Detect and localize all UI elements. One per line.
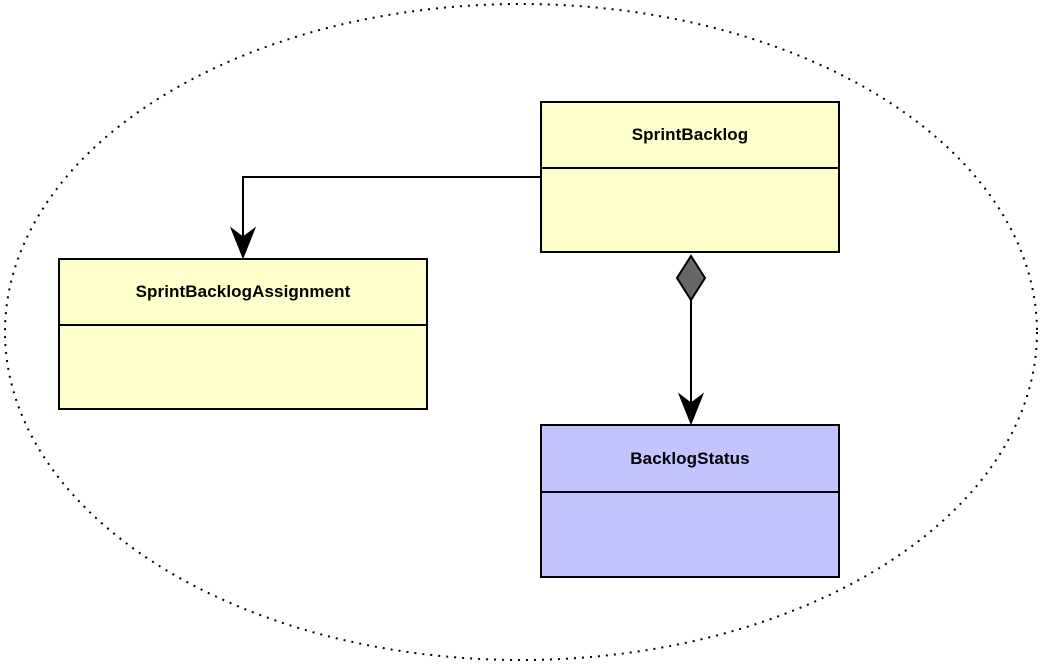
edge-line	[242, 176, 540, 249]
uml-class-sprintbacklog[interactable]: SprintBacklog	[540, 101, 840, 253]
uml-class-name: SprintBacklogAssignment	[60, 260, 426, 326]
uml-class-attributes-compartment	[542, 493, 838, 576]
package-boundary-ellipse	[4, 3, 1038, 661]
open-block-arrow-icon	[229, 226, 257, 260]
uml-class-sprintbacklogassignment[interactable]: SprintBacklogAssignment	[58, 258, 428, 410]
uml-class-attributes-compartment	[60, 326, 426, 408]
edge-sprintbacklog-to-sprintbacklogassignment[interactable]	[229, 176, 540, 260]
edge-sprintbacklog-to-backlogstatus[interactable]	[675, 254, 707, 426]
filled-diamond-icon	[675, 254, 707, 302]
open-block-arrow-icon	[677, 392, 705, 426]
uml-class-attributes-compartment	[542, 169, 838, 251]
uml-class-name: BacklogStatus	[542, 426, 838, 493]
uml-class-name: SprintBacklog	[542, 103, 838, 169]
uml-class-backlogstatus[interactable]: BacklogStatus	[540, 424, 840, 578]
